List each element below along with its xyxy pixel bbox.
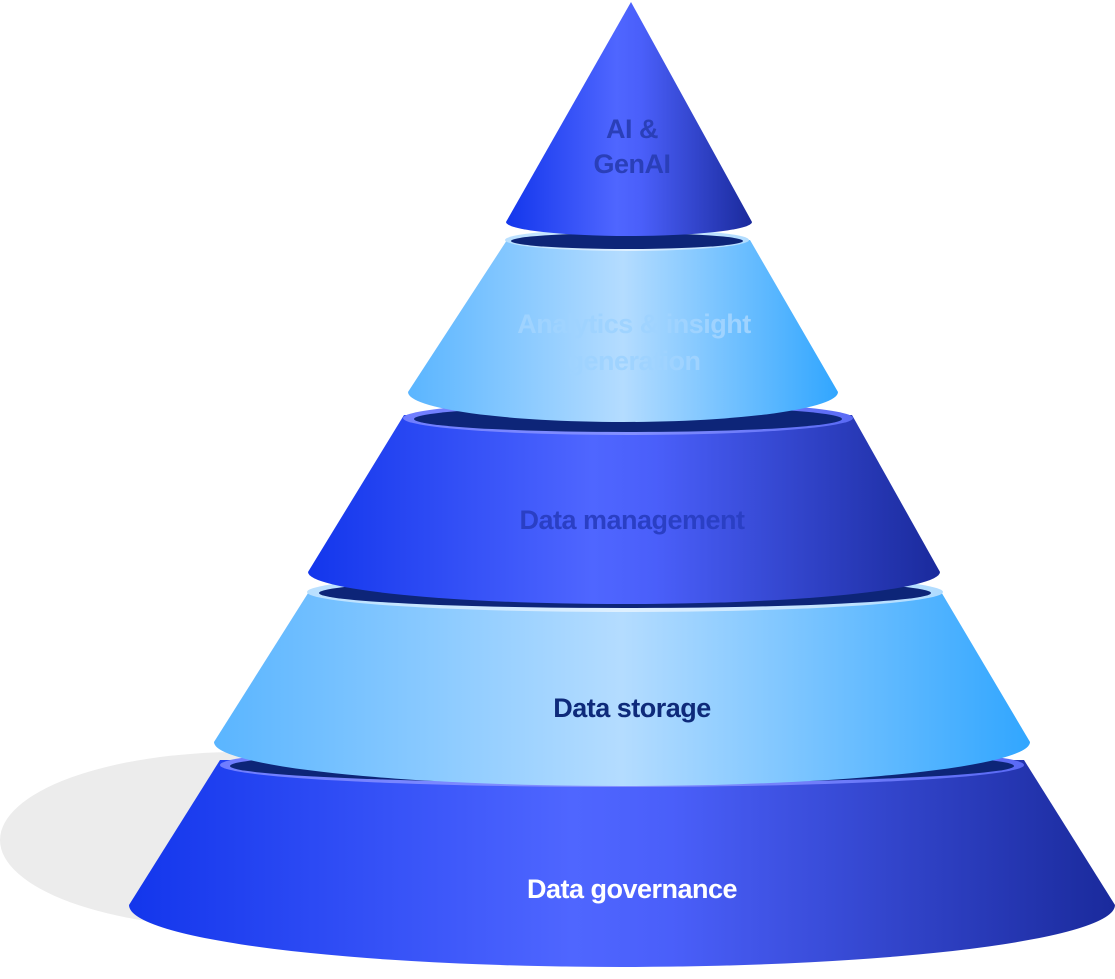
layer-ai-genai [506,2,752,236]
layer-data-storage [214,572,1030,786]
label-data-management: Data management [519,505,745,535]
label-data-storage: Data storage [553,693,711,723]
label-ai-line1: AI & [606,114,658,144]
label-ai-line2: GenAI [593,149,670,179]
label-analytics-line2: generation [567,346,700,376]
layer-analytics [408,229,838,422]
layer-data-management [308,401,940,604]
label-analytics-line1: Analytics & insight [517,309,751,339]
label-data-governance: Data governance [527,874,738,904]
